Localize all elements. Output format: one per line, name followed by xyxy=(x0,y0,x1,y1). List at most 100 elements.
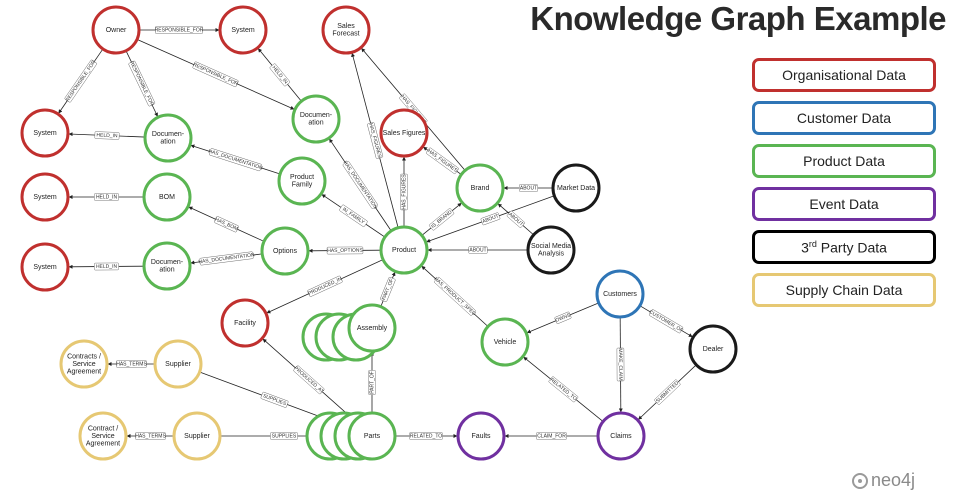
edge-held-in: HELD_IN xyxy=(257,48,302,102)
edge-label-box xyxy=(616,347,625,382)
edge-is-brand: IS_BRAND xyxy=(421,202,462,236)
node-doc-top[interactable]: Documen-ation xyxy=(291,94,341,144)
edge-held-in: HELD_IN xyxy=(68,131,146,140)
edge-label: IS_BRAND xyxy=(430,209,453,230)
edge-label-box xyxy=(307,275,343,297)
edge-label: HAS_PRODUCT_SPEC xyxy=(433,276,477,317)
node-label: Forecast xyxy=(332,31,359,38)
node-circle xyxy=(456,411,506,461)
edge-label: OWNS xyxy=(555,312,572,324)
node-label: Claims xyxy=(610,433,632,440)
node-label: BOM xyxy=(159,194,175,201)
edge-label-box xyxy=(270,432,298,440)
edge-label: ABOUT xyxy=(507,212,524,228)
edge-label: RESPONSIBLE_FOR xyxy=(128,60,155,107)
node-brand[interactable]: Brand xyxy=(455,163,505,213)
edge-label-box xyxy=(649,309,684,334)
edge-label: HAS_FIGURES xyxy=(426,148,459,174)
edge-label: ABOUT xyxy=(469,247,486,253)
node-parts[interactable]: Parts xyxy=(347,411,397,461)
node-label: Family xyxy=(292,182,313,189)
node-label: Service xyxy=(72,361,95,368)
node-circle xyxy=(455,163,505,213)
edge-has-documentation: HAS_DOCUMENTATION xyxy=(190,251,263,266)
edge-label-box xyxy=(214,216,239,233)
edge-part-of: PART_OF xyxy=(368,351,376,413)
edge-label: RESPONSIBLE_FOR xyxy=(155,27,204,33)
node-label: System xyxy=(33,194,57,201)
node-label: Product xyxy=(392,247,416,254)
node-sys2[interactable]: System xyxy=(20,172,70,222)
node-label: ation xyxy=(159,267,174,274)
node-circle xyxy=(20,242,70,292)
node-sys3[interactable]: System xyxy=(20,242,70,292)
node-dealer[interactable]: Dealer xyxy=(688,324,738,374)
edge-label: CUSTOMER_OF xyxy=(648,309,684,334)
edge-label-box xyxy=(380,276,396,302)
edge-customer-of: CUSTOMER_OF xyxy=(639,305,693,338)
legend-item-supply-chain: Supply Chain Data xyxy=(752,273,936,307)
node-facility[interactable]: Facility xyxy=(220,298,270,348)
node-supplier1[interactable]: Supplier xyxy=(153,339,203,389)
legend-label: Customer Data xyxy=(796,110,892,126)
node-label: ation xyxy=(308,120,323,127)
edge-has-options: HAS_OPTIONS xyxy=(308,246,382,255)
node-owner[interactable]: Owner xyxy=(91,5,141,55)
node-label: Supplier xyxy=(184,433,210,440)
edge-label: ABOUT xyxy=(520,185,537,191)
node-product[interactable]: Product xyxy=(379,225,429,275)
node-claims[interactable]: Claims xyxy=(596,411,646,461)
node-circle xyxy=(20,108,70,158)
node-bom[interactable]: BOM xyxy=(142,172,192,222)
edge-supplies: SUPPLIES xyxy=(220,432,349,440)
node-label: Options xyxy=(273,248,298,255)
edge-label: ABOUT xyxy=(481,213,499,224)
node-doc2[interactable]: Documen-ation xyxy=(142,241,192,291)
node-supplier2[interactable]: Supplier xyxy=(172,411,222,461)
node-sales-figures[interactable]: Sales Figures xyxy=(379,108,429,158)
edge-owns: OWNS xyxy=(526,302,599,334)
node-customers[interactable]: Customers xyxy=(595,269,645,319)
edge-label-box xyxy=(135,432,166,440)
node-label: Documen- xyxy=(152,131,185,138)
node-options[interactable]: Options xyxy=(260,226,310,276)
edge-label: HAS_DOCUMENTATION xyxy=(342,160,379,211)
node-label: System xyxy=(231,27,255,34)
edge-make-claim: MAKE_CLAIM xyxy=(616,316,625,413)
node-label: ation xyxy=(160,139,175,146)
node-label: Supplier xyxy=(165,361,191,368)
edge-label-box xyxy=(155,26,203,34)
node-label: System xyxy=(33,264,57,271)
node-circle xyxy=(143,113,193,163)
node-label: Vehicle xyxy=(494,339,517,346)
node-sys-top[interactable]: System xyxy=(218,5,268,55)
legend-item-product: Product Data xyxy=(752,144,936,178)
node-label: Product xyxy=(290,174,314,181)
edge-label-box xyxy=(260,391,289,408)
page-title: Knowledge Graph Example xyxy=(530,0,946,37)
node-label: Social Media xyxy=(531,243,571,250)
edge-label-box xyxy=(94,193,119,201)
edge-label-box xyxy=(209,148,262,172)
edge-responsible-for: RESPONSIBLE_FOR xyxy=(125,50,158,117)
edge-label-box xyxy=(326,246,364,255)
edge-label: IN_FAMILY xyxy=(341,207,366,226)
node-market-data[interactable]: Market Data xyxy=(551,163,601,213)
node-faults[interactable]: Faults xyxy=(456,411,506,461)
node-label: Brand xyxy=(471,185,490,192)
node-circle xyxy=(526,225,576,275)
node-doc1[interactable]: Documen-ation xyxy=(143,113,193,163)
node-assembly[interactable]: Assembly xyxy=(347,303,397,353)
node-circle xyxy=(480,317,530,367)
node-circle xyxy=(142,172,192,222)
edge-label-box xyxy=(409,432,443,440)
edge-submitted: SUBMITTED xyxy=(638,364,697,420)
node-sys1[interactable]: System xyxy=(20,108,70,158)
node-vehicle[interactable]: Vehicle xyxy=(480,317,530,367)
node-circle xyxy=(20,172,70,222)
